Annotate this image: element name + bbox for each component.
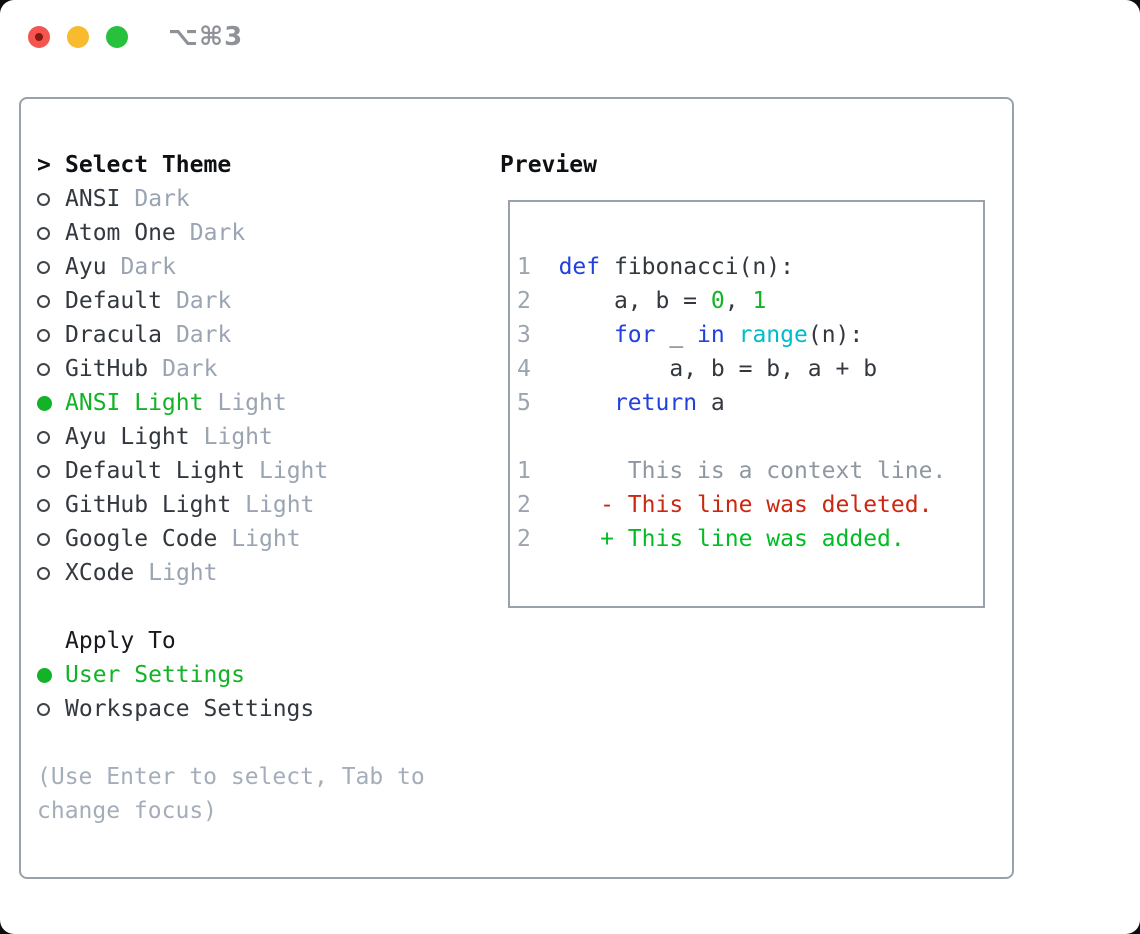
theme-variant: Dark [189, 220, 246, 246]
apply-option-label: User Settings [65, 662, 246, 688]
theme-name: GitHub Light [65, 492, 232, 518]
theme-option-dracula-dark[interactable]: Dracula Dark [37, 318, 425, 352]
theme-name: Ayu [65, 254, 107, 280]
theme-name: Google Code [65, 526, 218, 552]
minimize-button[interactable] [67, 26, 89, 48]
line-number: 5 [517, 390, 531, 416]
theme-variant: Light [148, 560, 218, 586]
code-line: 5 return a [517, 390, 725, 416]
code-line: 2 a, b = 0, 1 [517, 288, 767, 314]
line-number: 2 [517, 492, 531, 518]
select-theme-title: Select Theme [65, 152, 232, 178]
line-number: 1 [517, 458, 531, 484]
window-title: ⌥⌘3 [168, 22, 244, 52]
radio-icon [37, 226, 50, 240]
code-line: 1 def fibonacci(n): [517, 254, 794, 280]
radio-icon [37, 430, 50, 444]
radio-icon [37, 498, 50, 512]
theme-option-xcode[interactable]: XCode Light [37, 556, 425, 590]
zoom-button[interactable] [106, 26, 128, 48]
select-theme-header: > Select Theme [37, 148, 425, 182]
theme-option-atom-one-dark[interactable]: Atom One Dark [37, 216, 425, 250]
spacer [37, 726, 425, 760]
theme-name: ANSI [65, 186, 121, 212]
radio-icon [37, 566, 50, 580]
theme-variant: Light [203, 424, 273, 450]
help-text-line-2: change focus) [37, 798, 218, 824]
radio-selected-icon [37, 667, 52, 683]
theme-name: Ayu Light [65, 424, 190, 450]
theme-option-ansi-dark[interactable]: ANSI Dark [37, 182, 425, 216]
theme-option-ansi-light[interactable]: ANSI Light Light [37, 386, 425, 420]
code-preview: 1 def fibonacci(n): 2 a, b = 0, 1 3 for … [510, 202, 983, 556]
apply-option-label: Workspace Settings [65, 696, 315, 722]
line-number: 3 [517, 322, 531, 348]
radio-icon [37, 328, 50, 342]
code-line: 4 a, b = b, a + b [517, 356, 878, 382]
prompt-icon: > [37, 152, 51, 178]
theme-option-ayu-light[interactable]: Ayu Light Light [37, 420, 425, 454]
radio-icon [37, 532, 50, 546]
close-button[interactable] [28, 26, 50, 48]
diff-added-line: 2 + This line was added. [517, 526, 905, 552]
theme-variant: Dark [175, 288, 232, 314]
preview-box: 1 def fibonacci(n): 2 a, b = 0, 1 3 for … [508, 200, 985, 608]
help-text-line-1: (Use Enter to select, Tab to [37, 764, 425, 790]
theme-variant: Dark [134, 186, 190, 212]
radio-icon [37, 294, 50, 308]
line-number: 4 [517, 356, 531, 382]
radio-selected-icon [37, 395, 52, 411]
theme-name: Default Light [65, 458, 246, 484]
diff-context-line: 1 This is a context line. [517, 458, 947, 484]
apply-option-workspace-settings[interactable]: Workspace Settings [37, 692, 425, 726]
theme-option-google-code[interactable]: Google Code Light [37, 522, 425, 556]
theme-option-default-dark[interactable]: Default Dark [37, 284, 425, 318]
apply-option-user-settings[interactable]: User Settings [37, 658, 425, 692]
theme-name: Atom One [65, 220, 176, 246]
apply-to-title: Apply To [65, 628, 176, 654]
apply-to-header: Apply To [37, 624, 425, 658]
radio-icon [37, 192, 50, 206]
line-number: 1 [517, 254, 531, 280]
diff-deleted-line: 2 - This line was deleted. [517, 492, 933, 518]
blank-line [517, 420, 983, 454]
theme-variant: Dark [120, 254, 176, 280]
radio-icon [37, 362, 50, 376]
line-number: 2 [517, 288, 531, 314]
theme-variant: Light [245, 492, 315, 518]
spacer [37, 590, 425, 624]
theme-name: Default [65, 288, 162, 314]
line-number: 2 [517, 526, 531, 552]
theme-name: ANSI Light [65, 390, 204, 416]
theme-panel: > Select Theme ANSI Dark Atom One Dark A… [37, 148, 425, 828]
theme-option-github-light[interactable]: GitHub Light Light [37, 488, 425, 522]
radio-icon [37, 464, 50, 478]
theme-option-ayu-dark[interactable]: Ayu Dark [37, 250, 425, 284]
theme-option-github-dark[interactable]: GitHub Dark [37, 352, 425, 386]
titlebar: ⌥⌘3 [0, 0, 1140, 74]
theme-option-default-light[interactable]: Default Light Light [37, 454, 425, 488]
theme-variant: Light [217, 390, 287, 416]
theme-name: XCode [65, 560, 135, 586]
theme-variant: Light [259, 458, 329, 484]
radio-icon [37, 702, 50, 716]
main-panel: > Select Theme ANSI Dark Atom One Dark A… [19, 97, 1014, 879]
preview-title: Preview [500, 152, 597, 178]
radio-icon [37, 260, 50, 274]
theme-variant: Dark [162, 356, 218, 382]
code-line: 3 for _ in range(n): [517, 322, 864, 348]
theme-name: Dracula [65, 322, 162, 348]
theme-variant: Dark [175, 322, 232, 348]
theme-name: GitHub [65, 356, 149, 382]
theme-variant: Light [231, 526, 301, 552]
